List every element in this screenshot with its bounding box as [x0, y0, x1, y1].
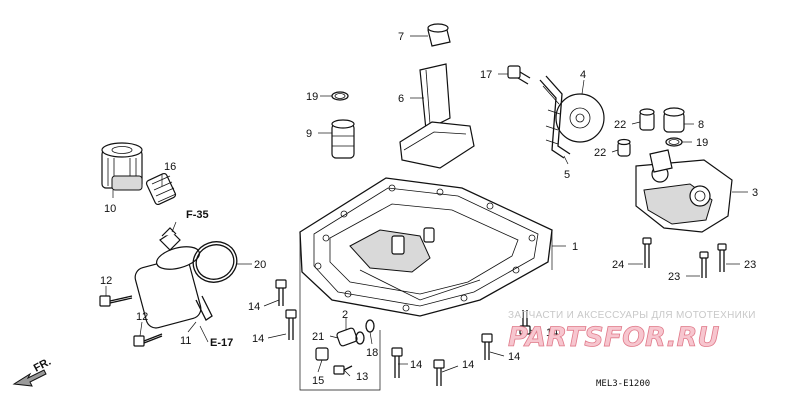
oil-strainer[interactable] [399, 63, 475, 169]
pan-bolt-6[interactable] [519, 310, 531, 335]
pan-bolt-3[interactable] [391, 347, 403, 378]
callout-14-c: 14 [410, 359, 422, 371]
reference-f35[interactable]: F-35 [186, 209, 209, 221]
callout-22-upper: 22 [614, 119, 626, 131]
oil-pump[interactable] [635, 149, 733, 233]
callout-22-lower: 22 [594, 147, 606, 159]
sprocket-bolt[interactable] [507, 65, 531, 85]
pump-bolt-23b[interactable] [717, 243, 727, 272]
oil-filter[interactable] [101, 142, 143, 191]
callout-19-right: 19 [696, 137, 708, 149]
callout-numbers: 1 2 3 4 5 6 7 8 9 10 11 12 12 13 14 14 1… [100, 31, 758, 387]
oil-cooler[interactable] [133, 227, 213, 330]
cooler-bolt-upper[interactable] [99, 295, 133, 307]
watermark-text: ЗАПЧАСТИ И АКСЕССУАРЫ ДЛЯ МОТОТЕХНИКИ [508, 310, 756, 321]
callout-3: 3 [752, 187, 758, 199]
dowel-pin-lower[interactable] [617, 138, 631, 157]
oil-pan[interactable] [299, 177, 553, 317]
front-label: FR. [32, 356, 53, 375]
callout-12-upper: 12 [100, 275, 112, 287]
callout-14-e: 14 [508, 351, 520, 363]
pan-bolt-1[interactable] [275, 279, 287, 306]
drive-chain[interactable] [539, 75, 571, 159]
callout-5: 5 [564, 169, 570, 181]
pump-collar[interactable] [663, 107, 685, 133]
callout-19-left: 19 [306, 91, 318, 103]
callout-23-b: 23 [744, 259, 756, 271]
callout-4: 4 [580, 69, 586, 81]
callout-7: 7 [398, 31, 404, 43]
pump-bolt-23a[interactable] [699, 251, 709, 278]
callout-14-d: 14 [462, 359, 474, 371]
o-ring-small-left[interactable] [331, 91, 349, 101]
callout-2: 2 [342, 309, 348, 321]
callout-20: 20 [254, 259, 266, 271]
callout-24: 24 [612, 259, 624, 271]
callout-14-a: 14 [248, 301, 260, 313]
drain-assembly[interactable] [315, 319, 375, 375]
o-ring[interactable] [187, 236, 242, 289]
leader-lines [105, 35, 748, 377]
front-direction-indicator: FR. [12, 356, 53, 387]
callout-12-lower: 12 [136, 311, 148, 323]
callout-23-a: 23 [668, 271, 680, 283]
pan-bolt-5[interactable] [481, 333, 493, 360]
pump-sprocket[interactable] [555, 93, 605, 143]
drawing-code: MEL3-E1200 [596, 379, 650, 389]
filter-pipe[interactable] [145, 172, 177, 206]
callout-6: 6 [398, 93, 404, 105]
watermark: ЗАПЧАСТИ И АКСЕССУАРЫ ДЛЯ МОТОТЕХНИКИ PA… [508, 310, 756, 353]
callout-18: 18 [366, 347, 378, 359]
strainer-seal[interactable] [427, 23, 451, 47]
callout-8: 8 [698, 119, 704, 131]
reference-e17[interactable]: E-17 [210, 337, 233, 349]
callout-14-b: 14 [252, 333, 264, 345]
callout-1: 1 [572, 241, 578, 253]
callout-13: 13 [356, 371, 368, 383]
callout-10: 10 [104, 203, 116, 215]
callout-14-f: 14 [546, 327, 558, 339]
o-ring-small-right[interactable] [665, 137, 683, 147]
callout-11: 11 [180, 335, 191, 347]
oil-pipe-joint[interactable] [331, 119, 355, 159]
dowel-pin-upper[interactable] [639, 108, 655, 131]
callout-9: 9 [306, 128, 312, 140]
pan-bolt-2[interactable] [285, 309, 297, 340]
callout-17: 17 [480, 69, 492, 81]
callout-21: 21 [312, 331, 324, 343]
callout-15: 15 [312, 375, 324, 387]
cooler-bolt-lower[interactable] [133, 333, 163, 347]
pump-bolt-24[interactable] [642, 237, 652, 268]
watermark-logo: PARTSFOR.RU [508, 322, 719, 353]
pan-bolt-4[interactable] [433, 359, 445, 386]
callout-16: 16 [164, 161, 176, 173]
